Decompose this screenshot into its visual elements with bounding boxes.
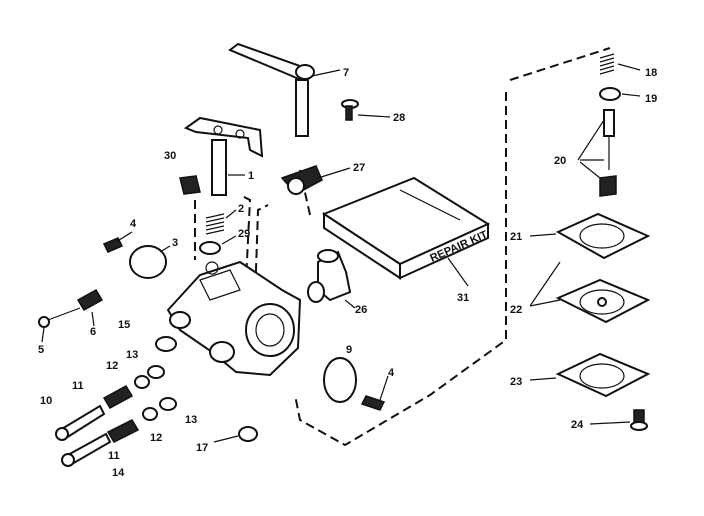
assembly-dashed-link-lines xyxy=(194,169,311,301)
leader-17 xyxy=(213,435,239,443)
washer-part-15 xyxy=(155,336,177,352)
leader-19 xyxy=(621,93,641,97)
callout-12-lower: 12 xyxy=(150,432,162,444)
gasket-part-21 xyxy=(555,212,651,260)
callout-2: 2 xyxy=(238,203,244,215)
needle-part-10 xyxy=(55,404,106,441)
washer-part-12-upper xyxy=(134,375,150,389)
carburetor-body xyxy=(166,260,302,377)
screw-part-5 xyxy=(38,307,81,328)
callout-5: 5 xyxy=(38,344,44,356)
leader-28 xyxy=(357,114,391,118)
screw-part-30 xyxy=(179,175,201,195)
washer-part-29 xyxy=(199,241,221,255)
leader-27 xyxy=(317,167,351,179)
spring-part-6 xyxy=(76,288,104,312)
repair-kit-box-part-31 xyxy=(321,176,491,280)
callout-11-lower: 11 xyxy=(108,450,120,462)
cover-part-23 xyxy=(555,352,651,398)
callout-15: 15 xyxy=(118,319,130,331)
plate-part-9 xyxy=(323,357,357,403)
ring-part-19 xyxy=(599,87,621,101)
callout-21: 21 xyxy=(510,231,522,243)
callout-18: 18 xyxy=(645,67,657,79)
callout-29: 29 xyxy=(238,228,250,240)
leader-23 xyxy=(529,377,557,381)
callout-30: 30 xyxy=(164,150,176,162)
callout-7: 7 xyxy=(343,67,349,79)
oring-part-13-upper xyxy=(147,365,165,379)
screw-part-24 xyxy=(630,409,648,431)
assembly-dashed-outline-right xyxy=(294,47,611,447)
throttle-lever-part xyxy=(228,42,315,137)
screw-part-4-right xyxy=(360,375,389,411)
screw-part-28 xyxy=(341,99,359,121)
callout-13-lower: 13 xyxy=(185,414,197,426)
leader-24 xyxy=(589,421,631,425)
callout-26: 26 xyxy=(355,304,367,316)
choke-bracket-part xyxy=(183,116,264,196)
washer-part-12-lower xyxy=(142,407,158,421)
callout-24: 24 xyxy=(571,419,584,431)
leader-5 xyxy=(41,327,45,343)
callout-17: 17 xyxy=(196,442,208,454)
needle-part-14 xyxy=(61,432,112,467)
callout-27: 27 xyxy=(353,162,365,174)
leader-29 xyxy=(221,235,237,245)
leader-2 xyxy=(225,209,237,219)
leader-26 xyxy=(344,299,356,309)
fuel-fitting-part-26 xyxy=(307,249,352,303)
callout-1: 1 xyxy=(248,170,254,182)
callout-28: 28 xyxy=(393,112,405,124)
leader-3 xyxy=(159,245,171,253)
leader-18 xyxy=(617,63,641,71)
callout-12-upper: 12 xyxy=(106,360,118,372)
callout-4-right: 4 xyxy=(388,367,395,379)
leader-6 xyxy=(91,311,95,327)
spring-part-18 xyxy=(599,53,615,75)
leader-21 xyxy=(529,233,557,237)
diaphragm-part-22 xyxy=(555,278,651,324)
plug-part-17 xyxy=(238,426,258,442)
callout-22: 22 xyxy=(510,304,522,316)
spring-part-11-lower xyxy=(106,419,140,443)
spring-part-11-upper xyxy=(102,384,134,410)
spring-part-2 xyxy=(205,213,225,235)
callout-20: 20 xyxy=(554,155,566,167)
clamp-part-27 xyxy=(280,165,323,195)
callout-6: 6 xyxy=(90,326,96,338)
callout-19: 19 xyxy=(645,93,657,105)
callout-23: 23 xyxy=(510,376,522,388)
callout-11-upper: 11 xyxy=(72,380,84,392)
plate-part-3 xyxy=(129,245,167,279)
callout-10: 10 xyxy=(40,395,52,407)
oring-part-13-lower xyxy=(159,397,177,411)
leader-31 xyxy=(447,257,469,287)
callout-14: 14 xyxy=(112,467,125,479)
callout-9: 9 xyxy=(346,344,352,356)
leader-22 xyxy=(529,261,561,307)
callout-4-left: 4 xyxy=(130,218,137,230)
callout-31: 31 xyxy=(457,292,469,304)
leader-7 xyxy=(311,69,341,77)
screw-part-4-left xyxy=(102,231,133,253)
needle-assembly-part-20 xyxy=(599,109,617,197)
leader-20 xyxy=(577,119,605,179)
callout-3: 3 xyxy=(172,237,178,249)
callout-13-upper: 13 xyxy=(126,349,138,361)
